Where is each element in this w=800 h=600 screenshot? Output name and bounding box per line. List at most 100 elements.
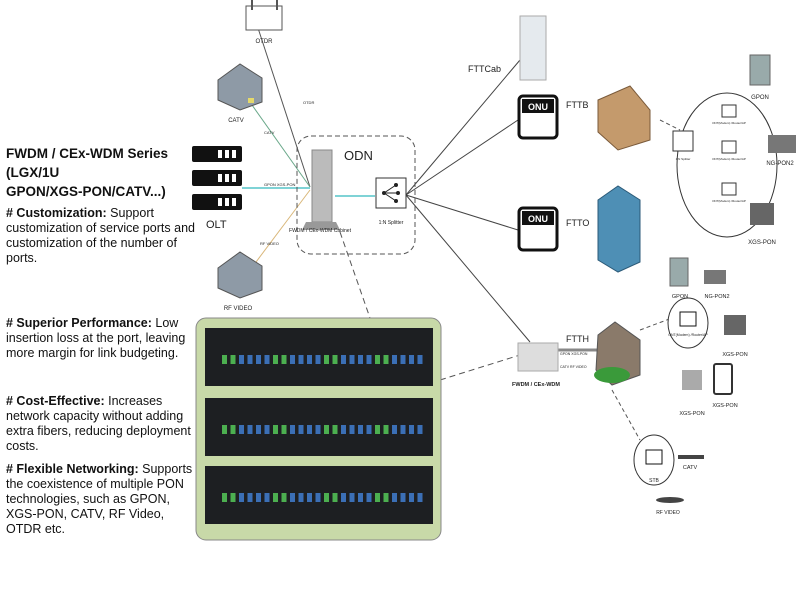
fttb-label: FTTB bbox=[566, 100, 589, 110]
rack-port bbox=[256, 355, 261, 364]
rack-port bbox=[349, 493, 355, 502]
stb-label: STB bbox=[649, 478, 659, 484]
rack-port bbox=[366, 355, 372, 364]
rack-port bbox=[247, 355, 253, 364]
odn-label: ODN bbox=[344, 148, 373, 163]
rack-port bbox=[315, 355, 321, 364]
rack-port bbox=[281, 425, 287, 434]
ont-label: ONT(Modem) /Router/AP bbox=[668, 333, 708, 337]
rack-port bbox=[222, 425, 227, 434]
feature-heading: # Cost-Effective: bbox=[6, 394, 105, 408]
xgspon-label: XGS-PON bbox=[679, 411, 704, 417]
rack-port bbox=[417, 493, 423, 502]
gpon-label: GPON bbox=[672, 294, 688, 300]
rack-port bbox=[400, 355, 406, 364]
feature-networking: # Flexible Networking: Supports the coex… bbox=[6, 462, 196, 537]
fiber-lines bbox=[242, 27, 681, 441]
otdr-line-label: OTDR bbox=[303, 100, 314, 105]
xgspon-label: XGS-PON bbox=[712, 403, 737, 409]
ftth: FWDM / CEx-WDM GPON XGS-PON CATV RF VIDE… bbox=[512, 257, 748, 516]
rack-port bbox=[324, 355, 329, 364]
title-line: FWDM / CEx-WDM Series (LGX/1U bbox=[6, 146, 169, 180]
catv-line-label: CATV bbox=[264, 130, 275, 135]
stb-catv-label: CATV bbox=[683, 465, 698, 471]
fttcab-label: FTTCab bbox=[468, 64, 501, 74]
otdr-label: OTDR bbox=[256, 39, 274, 45]
onu-label: ONU bbox=[528, 102, 548, 112]
rack-port bbox=[409, 493, 414, 502]
onu-fttb: ONU FTTB bbox=[517, 85, 651, 151]
rack-port bbox=[298, 355, 304, 364]
rack-port bbox=[324, 493, 329, 502]
fttb-fiber bbox=[405, 119, 519, 196]
rack-port bbox=[349, 425, 355, 434]
rack-port bbox=[298, 425, 304, 434]
rack-port bbox=[392, 493, 397, 502]
onu-ftto: ONU FTTO bbox=[517, 185, 641, 273]
feature-performance: # Superior Performance: Low insertion lo… bbox=[6, 316, 196, 361]
box-label: FWDM / CEx-WDM bbox=[512, 382, 560, 388]
xgspon-label: XGS-PON bbox=[748, 240, 776, 246]
rack-port bbox=[298, 493, 304, 502]
cabinet-label: FWDM / CEx-WDM Cabinet bbox=[289, 228, 352, 234]
fttcab-fiber bbox=[405, 59, 521, 196]
rack-port bbox=[247, 493, 253, 502]
catv-fiber bbox=[251, 104, 311, 188]
ftth-fiber bbox=[405, 194, 531, 343]
feature-cost: # Cost-Effective: Increases network capa… bbox=[6, 394, 196, 454]
rack-port bbox=[273, 425, 278, 434]
ngpon2-label: NG-PON2 bbox=[766, 161, 794, 167]
rack-port bbox=[230, 493, 236, 502]
feature-heading: # Customization: bbox=[6, 206, 107, 220]
rack-port bbox=[409, 425, 414, 434]
rack-port bbox=[239, 493, 244, 502]
rack-port bbox=[307, 355, 312, 364]
rack-port bbox=[383, 425, 389, 434]
box-line-label: GPON XGS-PON bbox=[560, 352, 588, 356]
rack-port bbox=[375, 425, 380, 434]
rack-port bbox=[417, 355, 423, 364]
feature-text: Increases network capacity without addin… bbox=[6, 394, 191, 453]
rack-port bbox=[315, 425, 321, 434]
ngpon2-label: NG-PON2 bbox=[704, 294, 729, 300]
rack-port bbox=[383, 493, 389, 502]
fttb-detail: 1:N Splitter ONT(Modem) /Router/AP ONT(M… bbox=[672, 54, 796, 246]
olt-device: OLT bbox=[192, 146, 242, 231]
ont-label: ONT(Modem) /Router/AP bbox=[712, 157, 746, 161]
rack-port bbox=[281, 355, 287, 364]
rack-port bbox=[264, 493, 270, 502]
rack-port bbox=[230, 355, 236, 364]
rack-port bbox=[222, 355, 227, 364]
otdr-device: OTDR bbox=[245, 0, 283, 45]
series-title: FWDM / CEx-WDM Series (LGX/1U GPON/XGS-P… bbox=[6, 144, 206, 201]
otdr-fiber bbox=[257, 27, 311, 188]
rack-port bbox=[341, 425, 346, 434]
inner-splitter-label: 1:N Splitter bbox=[676, 157, 691, 161]
rack-port bbox=[417, 425, 423, 434]
olt-line-label: GPON XGS-PON bbox=[264, 182, 295, 187]
rack-port bbox=[383, 355, 389, 364]
rack-port bbox=[375, 493, 380, 502]
catv-server: CATV bbox=[217, 63, 263, 124]
rack-port bbox=[290, 355, 295, 364]
rack-port bbox=[230, 425, 236, 434]
rack-port bbox=[400, 493, 406, 502]
feature-text: Low insertion loss at the port, leaving … bbox=[6, 316, 186, 360]
feature-heading: # Flexible Networking: bbox=[6, 462, 139, 476]
rack-port bbox=[281, 493, 287, 502]
onu-label: ONU bbox=[528, 214, 548, 224]
rf-fiber bbox=[249, 189, 311, 271]
rack-port bbox=[247, 425, 253, 434]
rack-port bbox=[366, 425, 372, 434]
rack-port bbox=[222, 493, 227, 502]
gpon-label: GPON bbox=[751, 95, 769, 101]
rack-units bbox=[195, 317, 442, 541]
rack-port bbox=[273, 355, 278, 364]
rack-port bbox=[349, 355, 355, 364]
rack-port bbox=[239, 425, 244, 434]
rack-port bbox=[375, 355, 380, 364]
rf-line-label: RF VIDEO bbox=[260, 241, 279, 246]
rack-port bbox=[341, 493, 346, 502]
rack-port bbox=[409, 355, 414, 364]
